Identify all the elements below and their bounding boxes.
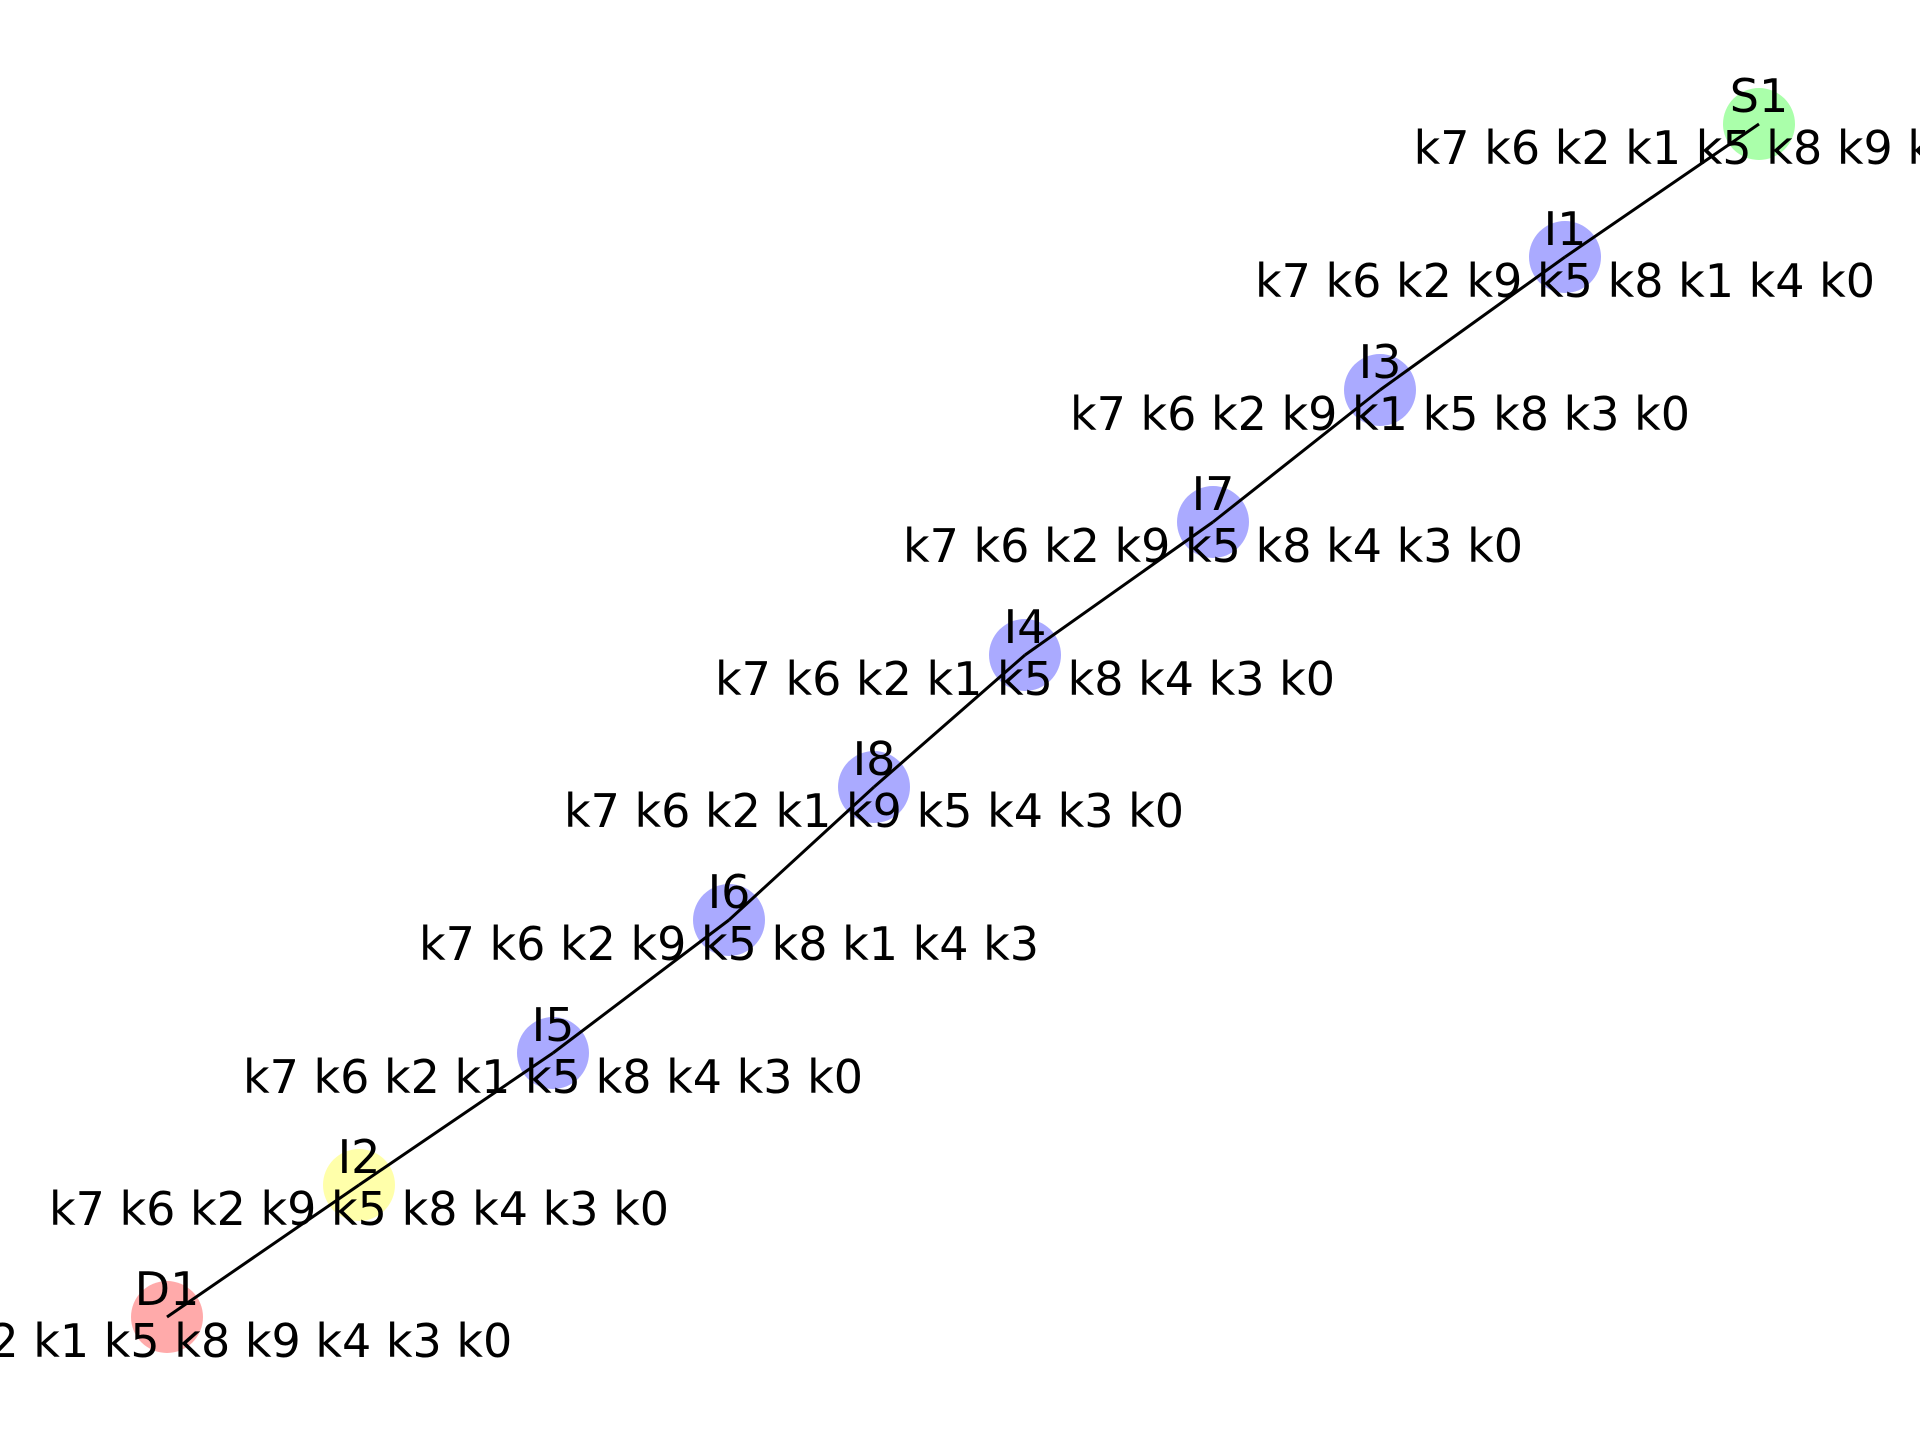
edge-i3-i7 — [1212, 388, 1381, 524]
node-i6-keys: k7 k6 k2 k9 k5 k8 k1 k4 k3 — [419, 917, 1039, 971]
node-i6-label: I6 — [708, 865, 751, 919]
node-i1-keys: k7 k6 k2 k9 k5 k8 k1 k4 k0 — [1255, 254, 1875, 308]
node-d1-keys: k7 k6 k2 k1 k5 k8 k9 k4 k3 k0 — [0, 1314, 512, 1368]
node-i8-keys: k7 k6 k2 k1 k9 k5 k4 k3 k0 — [564, 784, 1184, 838]
edge-i4-i8 — [873, 653, 1026, 789]
node-i3-keys: k7 k6 k2 k9 k1 k5 k8 k3 k0 — [1070, 387, 1690, 441]
edge-s1-i1 — [1564, 122, 1760, 259]
node-i7-keys: k7 k6 k2 k9 k5 k8 k4 k3 k0 — [903, 519, 1523, 573]
edge-i2-d1 — [166, 1183, 360, 1319]
node-i1-label: I1 — [1544, 202, 1587, 256]
edge-i8-i6 — [727, 785, 876, 922]
node-i4-keys: k7 k6 k2 k1 k5 k8 k4 k3 k0 — [715, 652, 1335, 706]
node-i3-label: I3 — [1359, 335, 1402, 389]
edge-i1-i3 — [1379, 255, 1566, 392]
node-i8-label: I8 — [853, 732, 896, 786]
node-i2-keys: k7 k6 k2 k9 k5 k8 k4 k3 k0 — [49, 1182, 669, 1236]
node-i4-label: I4 — [1004, 600, 1047, 654]
node-i7-label: I7 — [1192, 467, 1235, 521]
node-d1-label: D1 — [135, 1262, 200, 1316]
node-s1-keys: k7 k6 k2 k1 k5 k8 k9 k4 k3 k0 — [1414, 121, 1920, 175]
node-s1-label: S1 — [1730, 69, 1788, 123]
node-i5-keys: k7 k6 k2 k1 k5 k8 k4 k3 k0 — [243, 1050, 863, 1104]
node-i2-label: I2 — [338, 1130, 381, 1184]
edge-i6-i5 — [552, 918, 730, 1055]
edge-i5-i2 — [358, 1051, 554, 1187]
node-i5-label: I5 — [532, 998, 575, 1052]
edges-layer — [166, 122, 1760, 1319]
edge-i7-i4 — [1024, 520, 1214, 657]
